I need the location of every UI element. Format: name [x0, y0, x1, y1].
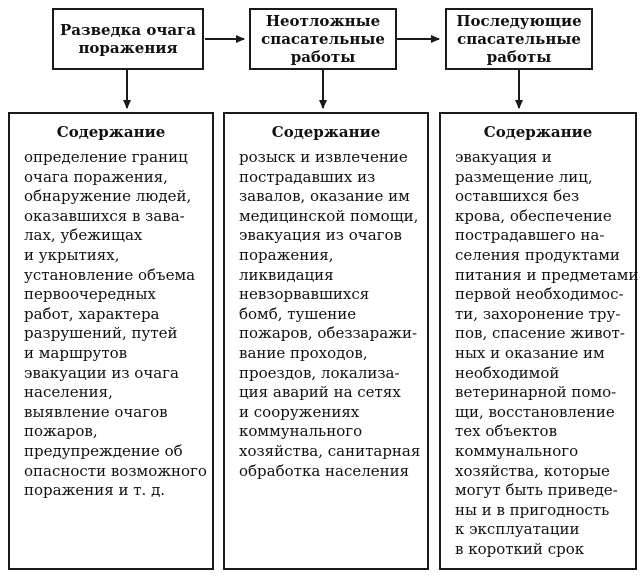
content-line: бомб, тушение [239, 304, 357, 323]
content-line: ция аварий на сетях [239, 383, 401, 402]
content-line: коммунального [239, 422, 363, 441]
content-line: определение границ [24, 148, 188, 166]
content-line: невзорвавшихся [239, 285, 370, 304]
header-line: Последующие [456, 12, 582, 30]
content-line: первой необходимос- [455, 285, 624, 304]
content-line: предупреждение об [24, 441, 183, 460]
content-text-urgent-rescue: розыск и извлечение пострадавших из зава… [239, 148, 421, 481]
content-line: розыск и извлечение [239, 148, 408, 166]
content-box-subsequent-rescue: Содержание эвакуация и размещение лиц, о… [439, 112, 639, 570]
content-line: работ, характера [24, 304, 160, 323]
header-box-subsequent-rescue: Последующие спасательные работы [445, 8, 593, 70]
content-line: проездов, локализа- [239, 363, 400, 382]
content-line: тех объектов [455, 422, 558, 441]
content-line: населения, [24, 383, 113, 402]
content-line: оказавшихся в зава- [24, 206, 185, 225]
content-line: очага поражения, [24, 167, 168, 186]
content-line: первоочередных [24, 285, 156, 304]
content-line: эвакуации из очага [24, 363, 179, 382]
content-line: выявление очагов [24, 402, 168, 421]
content-line: питания и предметами [455, 265, 639, 284]
header-line: работы [486, 48, 552, 66]
content-line: пожаров, [24, 422, 98, 441]
header-text-subsequent-rescue: Последующие спасательные работы [456, 12, 581, 66]
content-line: крова, обеспечение [455, 206, 612, 225]
content-line: медицинской помощи, [239, 206, 419, 225]
content-text-reconnaissance: определение границ очага поражения, обна… [24, 148, 207, 501]
content-line: эвакуация из очагов [239, 226, 402, 245]
content-box-urgent-rescue: Содержание розыск и извлечение пострадав… [223, 112, 429, 570]
content-line: ликвидация [239, 265, 334, 284]
header-box-reconnaissance: Разведка очага поражения [52, 8, 204, 70]
header-text-urgent-rescue: Неотложные спасательные работы [261, 12, 385, 66]
content-line: в короткий срок [455, 539, 585, 558]
content-line: могут быть приведе- [455, 481, 618, 500]
content-line: и сооружениях [239, 402, 360, 421]
content-line: ны и в пригодность [455, 500, 610, 519]
header-line: Разведка очага [60, 21, 196, 39]
content-line: и маршрутов [24, 343, 128, 362]
content-line: обнаружение людей, [24, 187, 192, 206]
content-line: оставшихся без [455, 187, 580, 206]
content-line: ветеринарной помо- [455, 383, 617, 402]
content-line: вание проходов, [239, 343, 368, 362]
content-line: коммунального [455, 441, 579, 460]
content-line: завалов, оказание им [239, 187, 410, 206]
header-box-urgent-rescue: Неотложные спасательные работы [249, 8, 397, 70]
content-title: Содержание [483, 123, 593, 141]
content-line: установление объема [24, 265, 196, 284]
content-line: размещение лиц, [455, 167, 593, 186]
header-line: работы [290, 48, 356, 66]
content-line: эвакуация и [455, 148, 552, 166]
content-line: щи, восстановление [455, 402, 615, 421]
content-line: пожаров, обеззаражи- [239, 324, 418, 343]
content-text-subsequent-rescue: эвакуация и размещение лиц, оставшихся б… [455, 148, 639, 559]
header-line: Неотложные [265, 12, 381, 30]
content-line: поражения и т. д. [24, 481, 166, 500]
content-line: обработка населения [239, 461, 410, 480]
content-line: хозяйства, которые [455, 461, 610, 480]
content-line: к эксплуатации [455, 520, 580, 539]
content-line: селения продуктами [455, 245, 620, 264]
content-line: необходимой [455, 363, 560, 382]
content-title: Содержание [271, 123, 381, 141]
header-text-reconnaissance: Разведка очага поражения [60, 21, 196, 57]
content-line: пострадавшего на- [455, 226, 605, 245]
header-line: спасательные [261, 30, 385, 48]
content-line: ных и оказание им [455, 343, 605, 362]
content-line: пов, спасение живот- [455, 324, 625, 343]
content-line: ти, захоронение тру- [455, 304, 621, 323]
content-line: и укрытиях, [24, 245, 120, 264]
header-line: спасательные [457, 30, 581, 48]
header-line: поражения [78, 39, 178, 57]
content-title: Содержание [56, 123, 166, 141]
content-line: опасности возможного [24, 461, 207, 480]
content-line: пострадавших из [239, 167, 376, 186]
content-line: разрушений, путей [24, 324, 178, 343]
content-line: лах, убежищах [24, 226, 143, 245]
content-box-reconnaissance: Содержание определение границ очага пора… [8, 112, 214, 570]
content-line: поражения, [239, 245, 334, 264]
content-line: хозяйства, санитарная [239, 441, 421, 460]
